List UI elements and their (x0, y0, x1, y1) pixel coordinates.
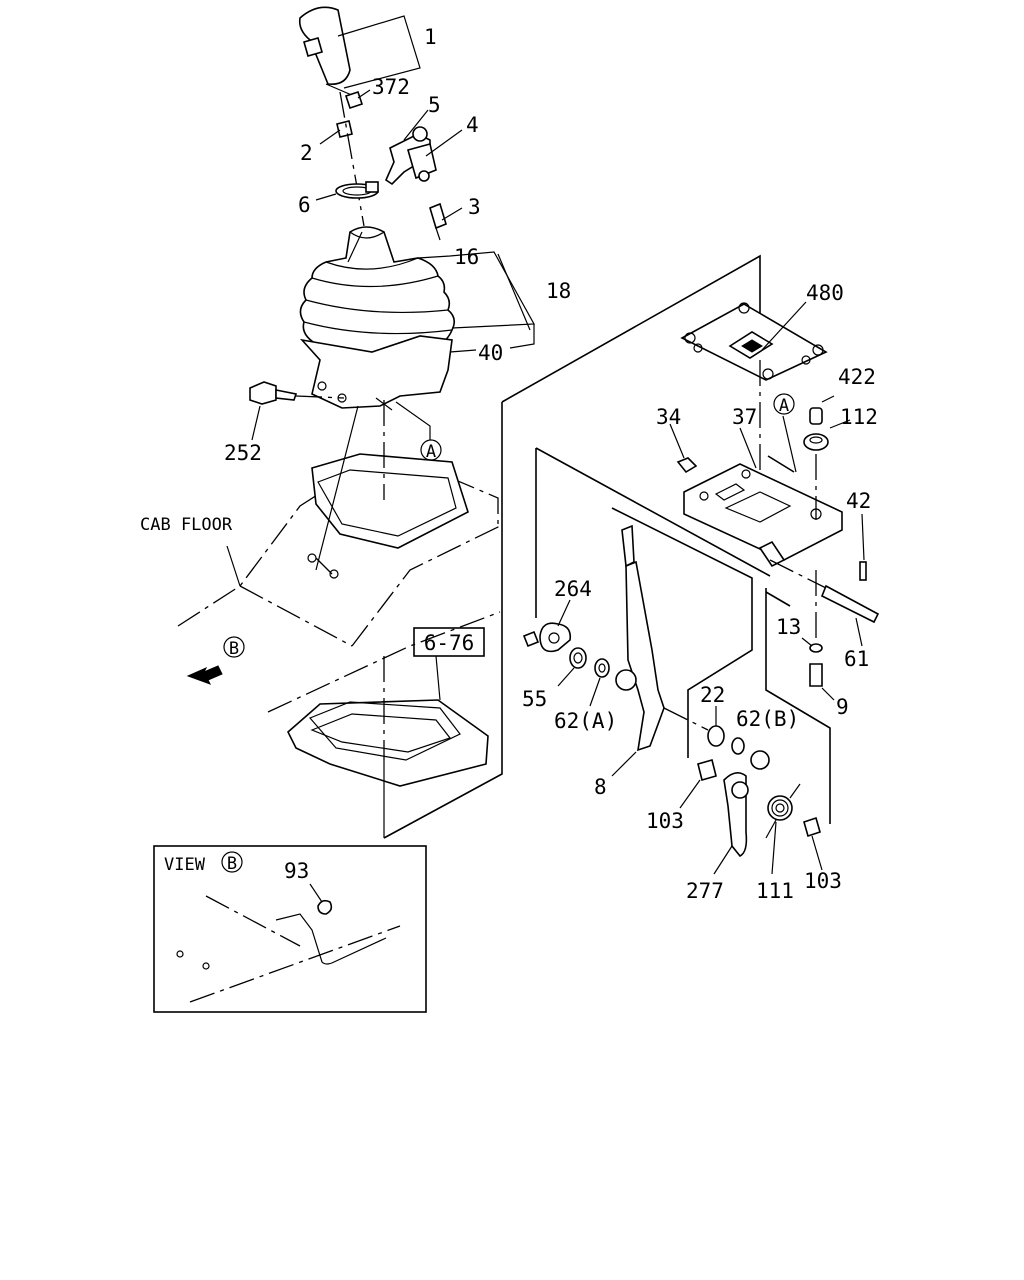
shift-lever-8 (615, 524, 665, 752)
collar-103-left (697, 759, 717, 781)
connector-3 (429, 202, 447, 241)
grommet-112 (803, 433, 829, 451)
leader-lines (251, 15, 865, 875)
label-372: 372 (372, 75, 410, 99)
nut-34 (676, 457, 698, 474)
label-422: 422 (838, 365, 876, 389)
cover-plate-480 (680, 302, 828, 381)
bushing-264 (522, 622, 572, 653)
label-13: 13 (776, 615, 801, 639)
label-264: 264 (554, 577, 592, 601)
marker-b-left: B (229, 639, 239, 659)
arm-277 (723, 750, 770, 858)
switch-4 (407, 143, 437, 182)
pin-42 (859, 561, 867, 581)
label-103-left: 103 (646, 809, 684, 833)
label-34: 34 (656, 405, 681, 429)
label-62a: 62(A) (554, 709, 617, 733)
marker-a-left: A (426, 442, 436, 462)
label-37: 37 (732, 405, 757, 429)
washer-55 (569, 647, 587, 669)
label-9: 9 (836, 695, 849, 719)
cab-floor-label: CAB FLOOR (140, 515, 233, 535)
view-arrow-b (186, 665, 223, 685)
bushing-22 (707, 725, 725, 747)
ref-box (413, 627, 485, 657)
label-6: 6 (298, 193, 311, 217)
label-112: 112 (840, 405, 878, 429)
view-ref: B (227, 854, 237, 874)
label-55: 55 (522, 687, 547, 711)
clamp-6 (335, 181, 379, 199)
label-2: 2 (300, 141, 313, 165)
label-103-right: 103 (804, 869, 842, 893)
shaft-61 (769, 559, 880, 624)
spring-111 (765, 783, 801, 839)
bolt-9 (809, 663, 823, 687)
label-3: 3 (468, 195, 481, 219)
label-61: 61 (844, 647, 869, 671)
cab-floor (177, 405, 501, 787)
assembly-frame (383, 254, 831, 839)
label-42: 42 (846, 489, 871, 513)
label-277: 277 (686, 879, 724, 903)
label-8: 8 (594, 775, 607, 799)
bushing-62a (594, 658, 610, 678)
collar-103-right (803, 816, 821, 838)
label-40: 40 (478, 341, 503, 365)
label-1: 1 (424, 25, 437, 49)
view-b-circle (223, 636, 245, 658)
view-title: VIEW (164, 855, 206, 875)
label-93: 93 (284, 859, 309, 883)
marker-a-circle-left (420, 439, 442, 461)
view-b-inset: VIEW B 93 (153, 845, 427, 1013)
callouts: 1 372 5 4 2 6 3 16 18 40 252 480 422 34 … (224, 25, 878, 903)
marker-a-circle-right (773, 393, 795, 415)
bushing-62b (731, 737, 745, 755)
label-111: 111 (756, 879, 794, 903)
label-62b: 62(B) (736, 707, 799, 731)
label-480: 480 (806, 281, 844, 305)
label-5: 5 (428, 93, 441, 117)
boot-plate-40 (299, 335, 453, 409)
label-252: 252 (224, 441, 262, 465)
cap-422 (809, 407, 823, 425)
bracket-37 (683, 463, 843, 568)
label-4: 4 (466, 113, 479, 137)
ref-box-label: 6-76 (424, 631, 475, 655)
lever-knob (298, 6, 355, 97)
label-16: 16 (454, 245, 479, 269)
bolt-372 (344, 90, 364, 110)
marker-a-right: A (779, 396, 789, 416)
washer-13 (809, 643, 823, 653)
label-18: 18 (546, 279, 571, 303)
label-22: 22 (700, 683, 725, 707)
bolt-252 (249, 381, 345, 405)
nut-2 (336, 120, 353, 138)
